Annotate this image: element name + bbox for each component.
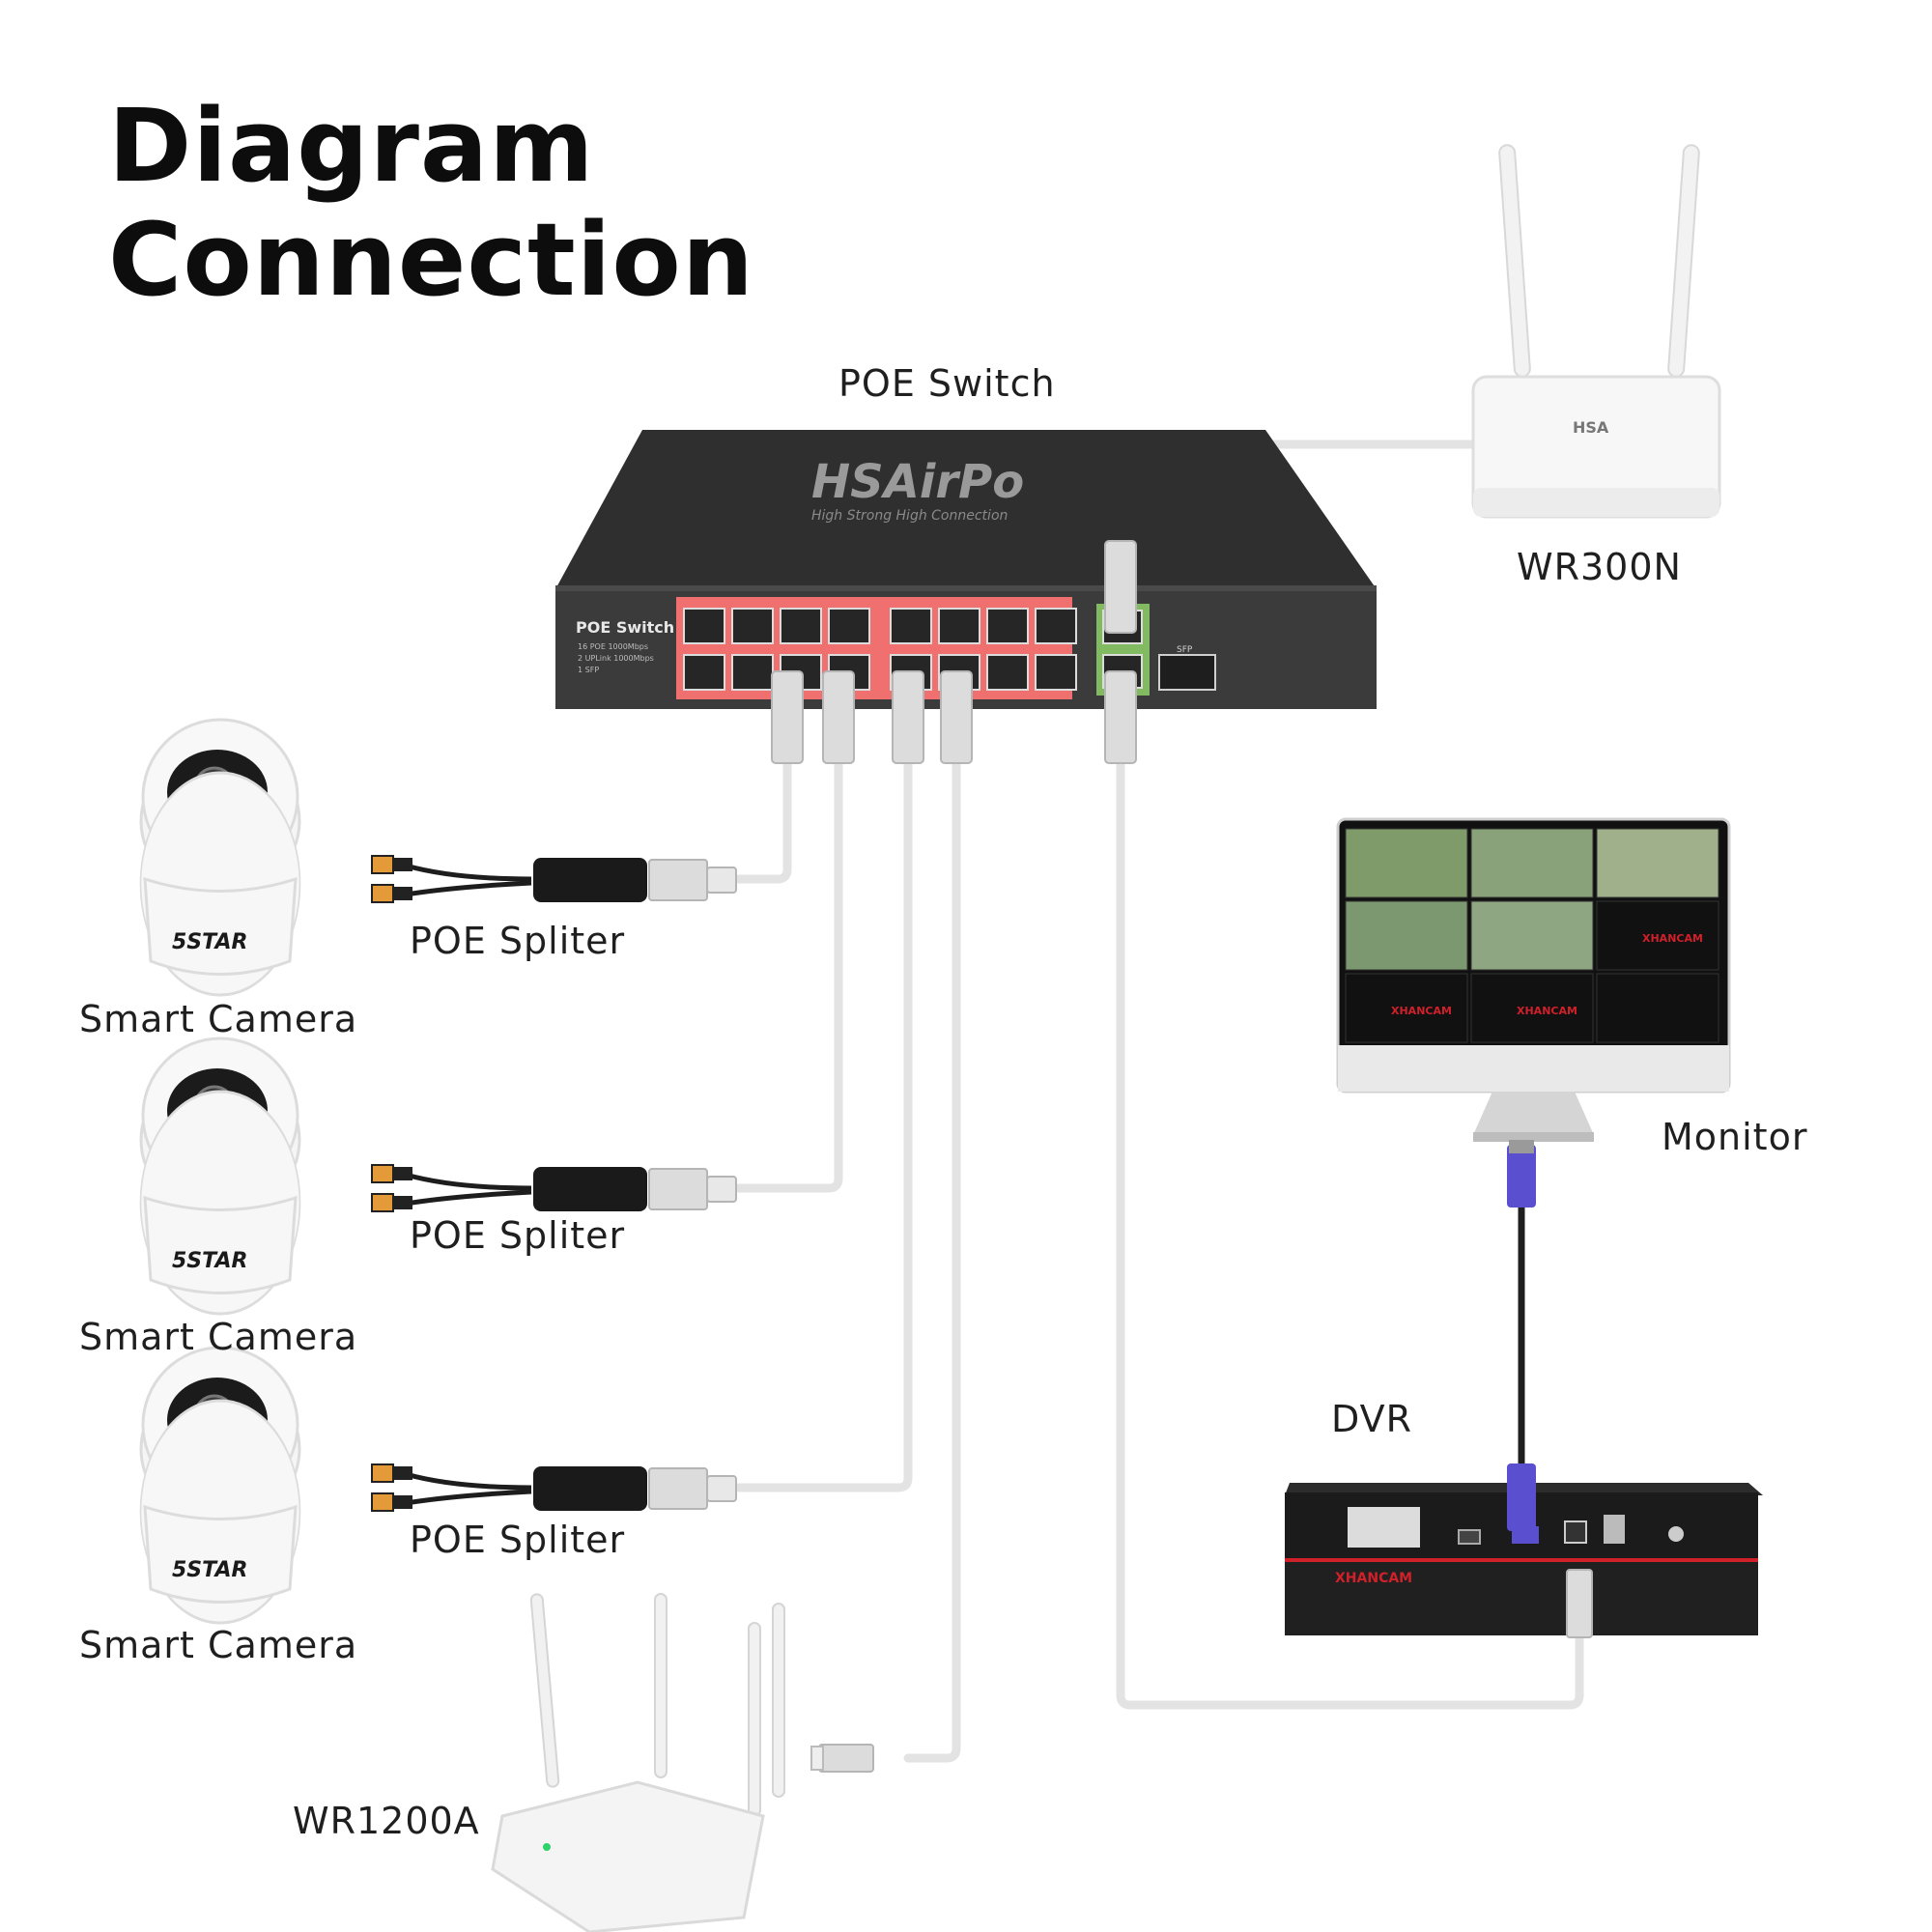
camera-label-1: Smart Camera	[79, 998, 358, 1040]
rj45-port	[890, 608, 932, 644]
cable-port-to-spliter-3	[734, 758, 913, 1492]
switch-brand: HSAirPo	[811, 455, 1024, 509]
svg-text:SFP: SFP	[1177, 645, 1193, 655]
poe-spliter	[371, 1463, 737, 1512]
rj45-plug	[771, 670, 804, 764]
poe-switch-label: POE Switch	[838, 362, 1056, 405]
wr300n-router: HSA	[1471, 144, 1721, 519]
monitor-tiles: XHANCAM XHANCAM XHANCAM	[1345, 828, 1719, 1043]
cable-port-to-wr1200a	[903, 758, 961, 1763]
camera-label-3: Smart Camera	[79, 1624, 358, 1666]
monitor-tile	[1596, 828, 1719, 898]
switch-spec-1: 16 POE 1000Mbps	[578, 642, 648, 651]
dvr-label: DVR	[1331, 1398, 1412, 1440]
poe-spliter	[371, 1164, 737, 1212]
monitor-tile	[1470, 973, 1594, 1043]
rj45-port	[828, 608, 870, 644]
rj45-plug	[940, 670, 973, 764]
monitor-tile	[1345, 900, 1468, 971]
rj45-port	[986, 654, 1029, 691]
spliter-label-2: POE Spliter	[410, 1214, 626, 1257]
wr1200a-label: WR1200A	[293, 1800, 480, 1842]
monitor-tile	[1596, 900, 1719, 971]
rj45-plugs	[771, 540, 1137, 764]
cable-port-to-spliter-2	[734, 758, 843, 1193]
dvr-device: XHANCAM	[1285, 1463, 1763, 1638]
wr300n-label: WR300N	[1517, 546, 1682, 588]
wr1200a-router	[491, 1593, 874, 1932]
rj45-plug	[822, 670, 855, 764]
dvr-brand: XHANCAM	[1335, 1571, 1412, 1586]
monitor-tile-brand: XHANCAM	[1391, 1005, 1452, 1017]
switch-tagline: High Strong High Connection	[811, 508, 1008, 524]
rj45-port	[938, 608, 980, 644]
title-line-1: Diagram	[108, 87, 595, 205]
switch-spec-3: 1 SFP	[578, 666, 599, 674]
rj45-plug	[1104, 670, 1137, 764]
monitor-tile	[1470, 900, 1594, 971]
rj45-port	[683, 608, 725, 644]
poe-switch: HSAirPo High Strong High Connection POE …	[555, 430, 1377, 764]
diagram-title: Diagram Connection	[108, 89, 754, 317]
cable-uplink-to-dvr	[1116, 758, 1584, 1710]
smart-camera: 5STAR	[139, 1346, 301, 1625]
rj45-port	[986, 608, 1029, 644]
camera-label-2: Smart Camera	[79, 1316, 358, 1358]
rj45-plug	[892, 670, 924, 764]
smart-camera: 5STAR	[139, 718, 301, 997]
monitor-tile	[1345, 828, 1468, 898]
monitor-label: Monitor	[1662, 1116, 1808, 1158]
rj45-port	[1035, 608, 1077, 644]
monitor-tile-brand: XHANCAM	[1642, 932, 1703, 945]
rj45-plug	[1104, 540, 1137, 634]
rj45-port	[780, 608, 822, 644]
switch-spec-2: 2 UPLink 1000Mbps	[578, 654, 654, 663]
poe-spliter	[371, 855, 737, 903]
camera-brand: 5STAR	[172, 930, 247, 954]
rj45-port	[1035, 654, 1077, 691]
monitor-tile	[1470, 828, 1594, 898]
rj45-port	[683, 654, 725, 691]
rj45-port	[731, 654, 774, 691]
svg-text:HSA: HSA	[1573, 418, 1609, 437]
monitor-device: XHANCAM XHANCAM XHANCAM	[1336, 817, 1731, 1208]
cable-port-to-spliter-1	[734, 758, 792, 884]
smart-camera: 5STAR	[139, 1037, 301, 1316]
rj45-port	[731, 608, 774, 644]
camera-brand: 5STAR	[172, 1558, 247, 1582]
spliter-label-1: POE Spliter	[410, 920, 626, 962]
monitor-tile	[1596, 973, 1719, 1043]
switch-panel-title: POE Switch	[576, 618, 674, 637]
cameras: 5STAR 5STAR 5STAR	[139, 718, 301, 1625]
title-line-2: Connection	[108, 201, 754, 319]
monitor-tile	[1345, 973, 1468, 1043]
camera-brand: 5STAR	[172, 1249, 247, 1273]
spliters	[371, 855, 737, 1512]
monitor-tile-brand: XHANCAM	[1517, 1005, 1577, 1017]
spliter-label-3: POE Spliter	[410, 1519, 626, 1561]
